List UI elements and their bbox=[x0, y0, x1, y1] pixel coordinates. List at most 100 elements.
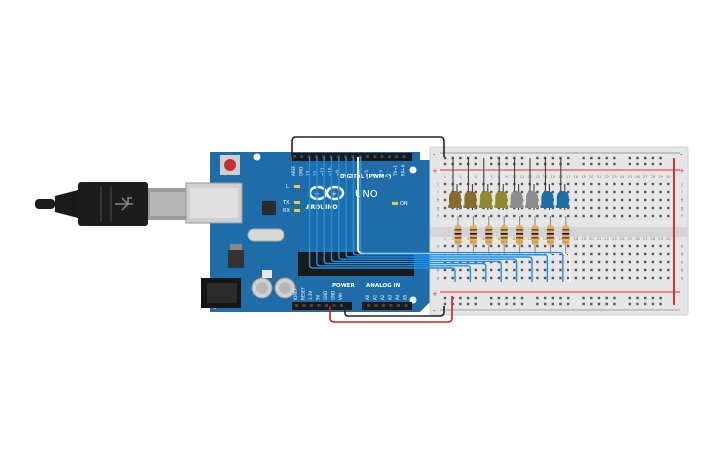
rail-hole[interactable] bbox=[536, 156, 539, 160]
rail-hole[interactable] bbox=[497, 296, 501, 300]
breadboard-hole[interactable] bbox=[536, 214, 539, 218]
breadboard-hole[interactable] bbox=[528, 268, 531, 272]
breadboard-hole[interactable] bbox=[490, 276, 493, 280]
breadboard-hole[interactable] bbox=[597, 244, 601, 248]
breadboard-hole[interactable] bbox=[482, 268, 485, 272]
breadboard-hole[interactable] bbox=[651, 252, 655, 256]
breadboard-hole[interactable] bbox=[659, 214, 662, 218]
breadboard-hole[interactable] bbox=[559, 214, 562, 218]
rail-hole[interactable] bbox=[590, 296, 593, 300]
breadboard-hole[interactable] bbox=[590, 190, 593, 194]
analog-header[interactable] bbox=[362, 302, 412, 310]
rail-hole[interactable] bbox=[597, 162, 601, 166]
breadboard-hole[interactable] bbox=[613, 214, 616, 218]
rail-hole[interactable] bbox=[651, 156, 655, 160]
breadboard-hole[interactable] bbox=[628, 268, 631, 272]
rail-hole[interactable] bbox=[443, 162, 447, 166]
breadboard-hole[interactable] bbox=[482, 276, 485, 280]
breadboard-hole[interactable] bbox=[582, 252, 585, 256]
breadboard-hole[interactable] bbox=[505, 268, 508, 272]
breadboard-hole[interactable] bbox=[497, 276, 501, 280]
breadboard-hole[interactable] bbox=[636, 268, 639, 272]
breadboard-hole[interactable] bbox=[520, 244, 524, 248]
breadboard-hole[interactable] bbox=[582, 182, 585, 186]
breadboard-hole[interactable] bbox=[659, 190, 662, 194]
breadboard-hole[interactable] bbox=[528, 252, 531, 256]
breadboard-hole[interactable] bbox=[667, 214, 670, 218]
breadboard-hole[interactable] bbox=[551, 214, 554, 218]
rail-hole[interactable] bbox=[597, 302, 601, 306]
breadboard-hole[interactable] bbox=[567, 190, 570, 194]
breadboard-hole[interactable] bbox=[497, 268, 501, 272]
breadboard-hole[interactable] bbox=[667, 244, 670, 248]
breadboard-hole[interactable] bbox=[520, 276, 524, 280]
breadboard-hole[interactable] bbox=[490, 214, 493, 218]
breadboard-hole[interactable] bbox=[613, 268, 616, 272]
breadboard-hole[interactable] bbox=[505, 214, 508, 218]
rail-hole[interactable] bbox=[651, 296, 655, 300]
rail-hole[interactable] bbox=[628, 302, 631, 306]
breadboard-hole[interactable] bbox=[620, 244, 624, 248]
header-pin[interactable] bbox=[387, 155, 391, 158]
rail-hole[interactable] bbox=[613, 156, 616, 160]
breadboard-hole[interactable] bbox=[466, 252, 470, 256]
rail-hole[interactable] bbox=[513, 296, 516, 300]
breadboard-hole[interactable] bbox=[590, 182, 593, 186]
rail-hole[interactable] bbox=[443, 302, 447, 306]
rail-hole[interactable] bbox=[466, 296, 470, 300]
header-pin[interactable] bbox=[314, 155, 318, 158]
rail-hole[interactable] bbox=[505, 296, 508, 300]
breadboard-hole[interactable] bbox=[651, 244, 655, 248]
breadboard-hole[interactable] bbox=[659, 182, 662, 186]
breadboard-hole[interactable] bbox=[543, 260, 547, 264]
led[interactable] bbox=[449, 191, 461, 208]
header-pin[interactable] bbox=[325, 304, 328, 307]
breadboard-hole[interactable] bbox=[620, 260, 624, 264]
rail-hole[interactable] bbox=[613, 162, 616, 166]
breadboard-hole[interactable] bbox=[543, 276, 547, 280]
header-pin[interactable] bbox=[404, 304, 408, 307]
breadboard-hole[interactable] bbox=[574, 198, 578, 202]
rail-hole[interactable] bbox=[474, 296, 477, 300]
breadboard-hole[interactable] bbox=[559, 276, 562, 280]
breadboard-hole[interactable] bbox=[497, 214, 501, 218]
signal-wire[interactable] bbox=[330, 157, 502, 282]
breadboard-hole[interactable] bbox=[620, 182, 624, 186]
breadboard-hole[interactable] bbox=[513, 252, 516, 256]
header-pin[interactable] bbox=[344, 155, 348, 158]
breadboard-hole[interactable] bbox=[613, 276, 616, 280]
rail-hole[interactable] bbox=[659, 156, 662, 160]
breadboard-hole[interactable] bbox=[628, 252, 631, 256]
breadboard-hole[interactable] bbox=[667, 276, 670, 280]
rail-hole[interactable] bbox=[459, 162, 462, 166]
rail-hole[interactable] bbox=[505, 162, 508, 166]
breadboard-hole[interactable] bbox=[513, 260, 516, 264]
breadboard-hole[interactable] bbox=[636, 206, 639, 210]
breadboard-hole[interactable] bbox=[543, 268, 547, 272]
breadboard-hole[interactable] bbox=[613, 182, 616, 186]
breadboard-hole[interactable] bbox=[466, 268, 470, 272]
breadboard-hole[interactable] bbox=[620, 214, 624, 218]
breadboard-hole[interactable] bbox=[567, 268, 570, 272]
breadboard-hole[interactable] bbox=[605, 268, 608, 272]
rail-hole[interactable] bbox=[567, 296, 570, 300]
breadboard-hole[interactable] bbox=[667, 252, 670, 256]
breadboard-hole[interactable] bbox=[451, 214, 454, 218]
breadboard-hole[interactable] bbox=[636, 244, 639, 248]
breadboard-hole[interactable] bbox=[582, 260, 585, 264]
breadboard-hole[interactable] bbox=[620, 206, 624, 210]
breadboard-hole[interactable] bbox=[597, 276, 601, 280]
breadboard-hole[interactable] bbox=[613, 244, 616, 248]
rail-hole[interactable] bbox=[551, 156, 554, 160]
breadboard-hole[interactable] bbox=[505, 182, 508, 186]
breadboard-hole[interactable] bbox=[636, 214, 639, 218]
breadboard-hole[interactable] bbox=[651, 268, 655, 272]
breadboard-hole[interactable] bbox=[528, 244, 531, 248]
breadboard-hole[interactable] bbox=[536, 190, 539, 194]
breadboard-hole[interactable] bbox=[513, 268, 516, 272]
breadboard-hole[interactable] bbox=[659, 268, 662, 272]
breadboard-hole[interactable] bbox=[644, 244, 647, 248]
breadboard-hole[interactable] bbox=[474, 182, 477, 186]
header-pin[interactable] bbox=[336, 155, 340, 158]
signal-wire[interactable] bbox=[338, 157, 518, 282]
